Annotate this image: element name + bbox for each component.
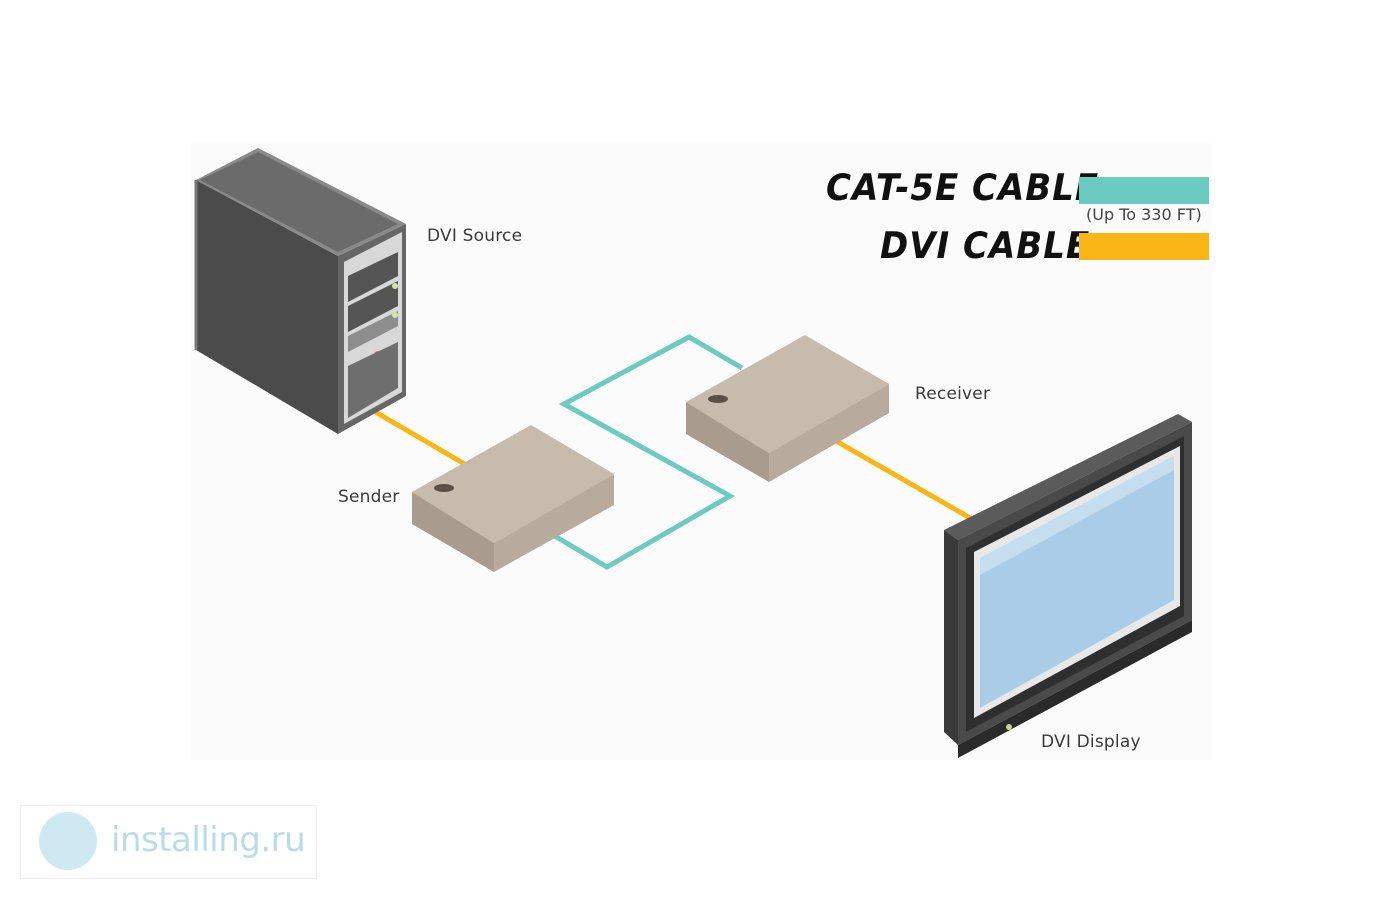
installing-logo-icon xyxy=(39,812,97,870)
legend-cat5e-label: CAT-5E CABLE xyxy=(826,166,1100,210)
computer-tower-icon xyxy=(194,148,406,434)
flat-panel-display-icon xyxy=(944,414,1192,758)
dvi-cable-source-sender xyxy=(369,407,471,469)
receiver-label: Receiver xyxy=(915,384,991,404)
watermark-text: installing.ru xyxy=(111,820,306,860)
legend-cat5e-note: (Up To 330 FT) xyxy=(1086,205,1202,224)
legend-dvi-label: DVI CABLE xyxy=(880,224,1091,268)
dvi-source-label: DVI Source xyxy=(427,226,523,246)
cat5e-cable xyxy=(551,334,744,570)
sender-label: Sender xyxy=(338,487,400,507)
legend-dvi-swatch xyxy=(1079,233,1209,260)
sender-box-icon xyxy=(412,425,614,572)
legend-cat5e-swatch xyxy=(1079,177,1209,204)
receiver-box-icon xyxy=(686,335,889,482)
dvi-cable-receiver-display xyxy=(833,438,975,522)
dvi-display-label: DVI Display xyxy=(1041,732,1141,752)
watermark: installing.ru xyxy=(20,805,317,879)
